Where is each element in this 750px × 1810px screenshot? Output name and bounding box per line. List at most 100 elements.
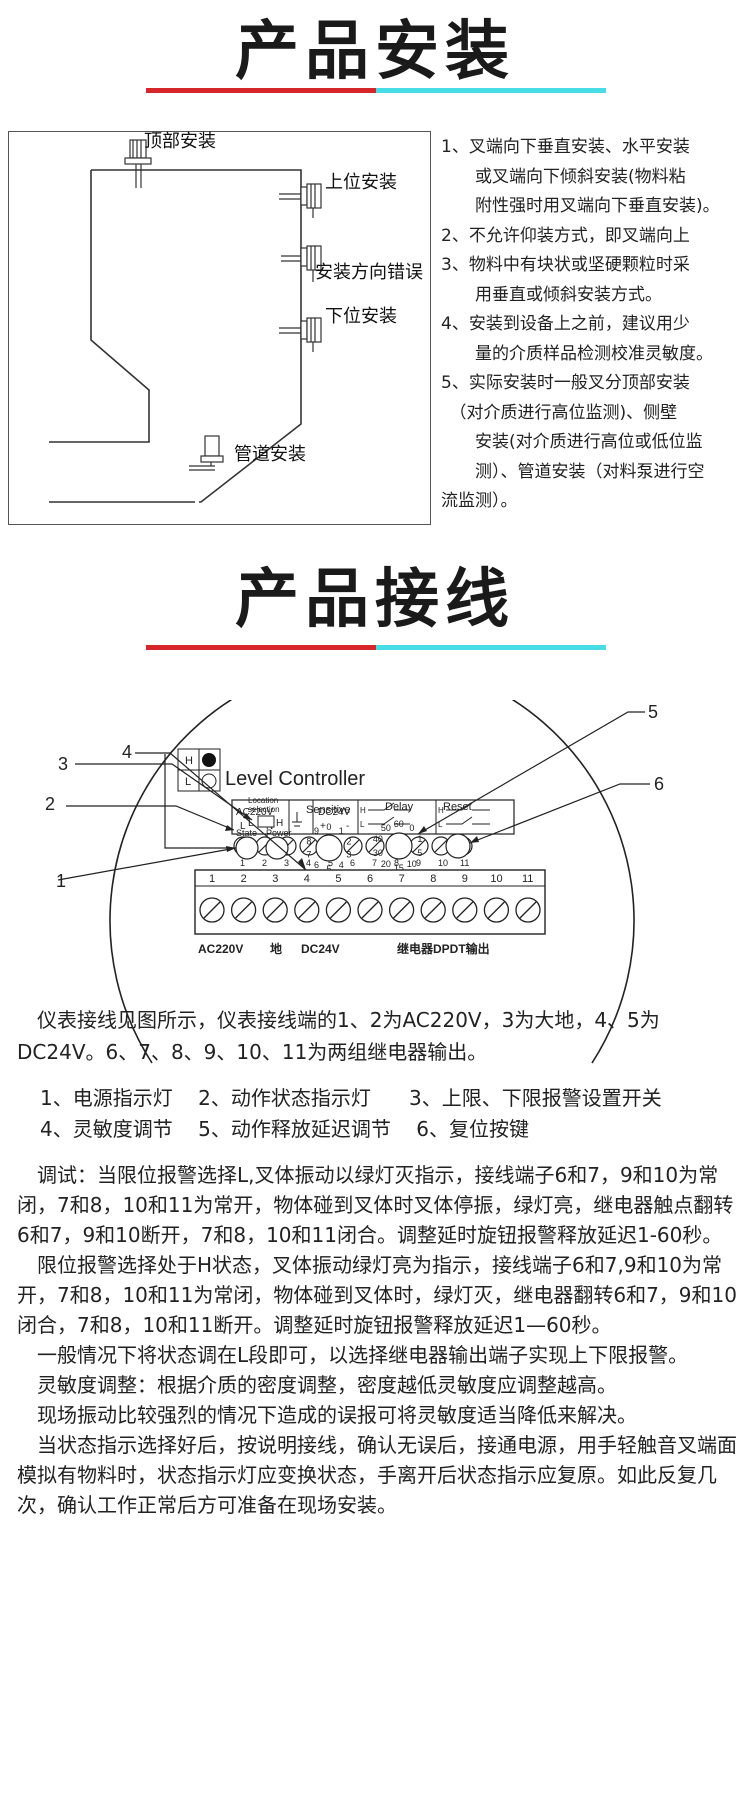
wiring-intro: 仪表接线见图所示，仪表接线端的1、2为AC220V，3为大地，4、5为DC24V… — [17, 1004, 737, 1068]
wiring-diagram: Level Controller AC220V L N DC24V + - H … — [45, 700, 664, 1064]
bottom-terminal-number: 1 — [209, 873, 215, 885]
note-line: 1、叉端向下垂直安装、水平安装 — [441, 137, 690, 157]
bottom-terminal-number: 8 — [430, 873, 436, 885]
location-switch — [257, 815, 275, 828]
label-h: H — [438, 806, 444, 815]
bottom-terminal-number: 6 — [367, 873, 373, 885]
callout-6: 6 — [654, 774, 664, 794]
screw-slot — [346, 839, 360, 853]
note-line: 安装(对介质进行高位或低位监 — [441, 432, 703, 452]
bottom-terminal-number: 10 — [490, 873, 502, 885]
dial-tick-label: 60 — [394, 819, 404, 829]
location-label-1: Location — [248, 796, 278, 805]
note-line: 2、不允许仰装方式，即叉端向上 — [441, 225, 690, 246]
label-l: L — [438, 820, 443, 829]
dial-tick-label: 20 — [381, 859, 391, 869]
bottom-terminal-number: 9 — [462, 873, 468, 885]
title-underline-red — [146, 645, 376, 650]
callout-2: 2 — [45, 794, 55, 814]
label-l: L — [360, 820, 365, 829]
screw-slot — [434, 839, 448, 853]
label-minus: - — [346, 821, 349, 832]
label-upper-install: 上位安装 — [325, 172, 397, 193]
screw-slot — [235, 901, 253, 919]
callout-4: 4 — [122, 742, 132, 762]
tank-drawing — [49, 139, 322, 503]
label-dc24v: DC24V — [318, 807, 351, 818]
hl-label-h: H — [185, 755, 193, 767]
dial-tick-label: 2 — [346, 837, 351, 847]
state-led — [235, 836, 259, 860]
label-wrong-install: 安装方向错误 — [315, 262, 423, 283]
note-line: 用垂直或倾斜安装方式。 — [441, 284, 662, 305]
dial-tick-label: 9 — [314, 826, 319, 836]
label-h: H — [360, 806, 366, 815]
label-pipe-install: 管道安装 — [234, 444, 306, 465]
title-underline-cyan — [376, 645, 606, 650]
bottom-label-dc24v: DC24V — [301, 942, 340, 956]
screw-slot — [266, 901, 284, 919]
installation-diagram: 顶部安装 上位安装 安装方向错误 下位安装 管道安装 — [8, 131, 431, 525]
legend-line-2: 4、灵敏度调节 5、动作释放延迟调节 6、复位按键 — [40, 1117, 530, 1141]
instruction-paragraph: 当状态指示选择好后，按说明接线，确认无误后，接通电源，用手轻触音叉端面模拟有物料… — [17, 1433, 737, 1517]
delay-knob — [385, 832, 413, 860]
power-label: Power — [266, 828, 292, 838]
dial-tick-label: 1 — [339, 826, 344, 836]
bottom-label-ground: 地 — [270, 941, 282, 956]
controller-housing — [109, 700, 635, 1064]
switch-label-h: H — [276, 818, 283, 829]
note-line: 或叉端向下倾斜安装(物料粘 — [441, 166, 686, 187]
title-underline-red — [146, 88, 376, 93]
bottom-terminal-number: 2 — [241, 873, 247, 885]
top-terminal-number: 11 — [460, 858, 469, 868]
dial-tick-label: 6 — [314, 860, 319, 870]
screw-slot — [456, 901, 474, 919]
bottom-terminal-number: 7 — [399, 873, 405, 885]
reset-label: Reset — [443, 801, 472, 813]
location-label-2: selection — [248, 805, 280, 814]
screw-slot — [298, 901, 316, 919]
dial-tick-label: 3 — [346, 849, 351, 859]
top-terminal-number: 6 — [350, 858, 355, 868]
hl-led-filled — [202, 753, 216, 767]
callout-3: 3 — [58, 754, 68, 774]
screw-slot — [203, 901, 221, 919]
instruction-paragraph: 调试：当限位报警选择L,叉体振动以绿灯灭指示，接线端子6和7，9和10为常闭，7… — [17, 1163, 734, 1247]
top-terminal-number: 9 — [416, 858, 421, 868]
dial-tick-label: 30 — [373, 848, 383, 858]
dial-tick-label: 50 — [381, 823, 391, 833]
top-terminal-number: 2 — [262, 858, 267, 868]
screw-slot — [424, 901, 442, 919]
callout-1: 1 — [56, 871, 66, 891]
dial-tick-label: 4 — [339, 860, 344, 870]
screw-slot — [368, 839, 382, 853]
section-title-wiring: 产品接线 — [235, 563, 515, 637]
dial-tick-label: 5 — [417, 848, 422, 858]
screw-slot — [361, 901, 379, 919]
bottom-terminal-number: 11 — [522, 873, 533, 885]
install-notes: 1、叉端向下垂直安装、水平安装 或叉端向下倾斜安装(物料粘 附性强时用叉端向下垂… — [441, 133, 743, 517]
note-line: 4、安装到设备上之前，建议用少 — [441, 314, 690, 334]
dial-tick-label: 5 — [326, 864, 331, 874]
label-ac220v: AC220V — [236, 807, 274, 818]
note-line: 附性强时用叉端向下垂直安装)。 — [441, 196, 720, 216]
top-terminal-number: 3 — [284, 858, 289, 868]
dial-tick-label: 7 — [306, 849, 311, 859]
bottom-terminal-number: 3 — [272, 873, 278, 885]
screw-slot — [487, 901, 505, 919]
sensitive-label: Sensitive — [306, 804, 351, 816]
bottom-terminal-number: 5 — [335, 873, 341, 885]
hl-label-l: L — [185, 776, 191, 788]
label-top-install: 顶部安装 — [144, 131, 216, 152]
bottom-label-ac220v: AC220V — [198, 942, 243, 956]
top-terminal-number: 7 — [372, 858, 377, 868]
controller-title: Level Controller — [225, 768, 365, 790]
note-line: 量的介质样品检测校准灵敏度。 — [441, 343, 713, 364]
dial-tick-label: 8 — [306, 837, 311, 847]
wrong-sensor-icon — [281, 245, 322, 282]
bottom-terminal-number: 4 — [304, 873, 310, 885]
upper-sensor-icon — [279, 183, 322, 218]
top-terminal-number: 5 — [328, 858, 333, 868]
bottom-terminal-row: 1 2 3 4 5 6 7 8 9 10 11 — [199, 873, 541, 923]
